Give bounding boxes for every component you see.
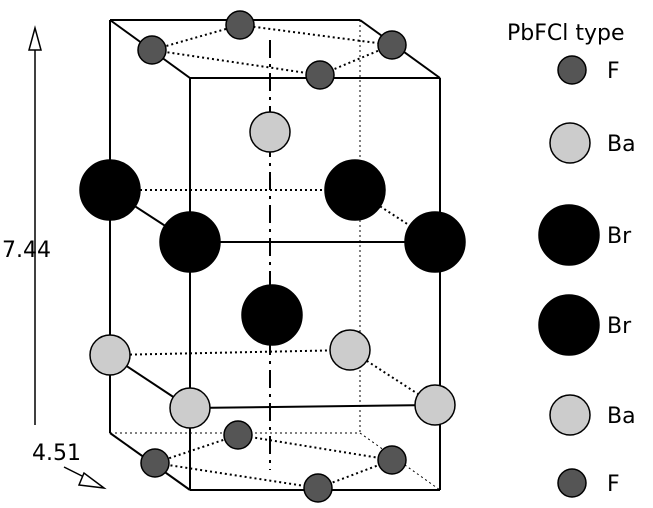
legend-item-label: Br	[607, 224, 632, 249]
legend-item-label: Br	[607, 314, 632, 339]
br-atom	[79, 159, 141, 221]
legend-item-label: F	[607, 472, 620, 497]
br-atom	[159, 211, 221, 273]
f-atom	[137, 35, 167, 65]
legend-item-label: Ba	[607, 404, 636, 429]
br-legend-swatch	[538, 294, 600, 356]
ba-atom	[169, 387, 211, 429]
arrow-up-icon	[28, 25, 42, 51]
ba-legend-swatch	[549, 394, 591, 436]
f-atom	[303, 473, 333, 503]
f-legend-swatch	[557, 55, 587, 85]
br-atom	[241, 284, 303, 346]
bonds	[109, 23, 436, 490]
legend-item-label: Ba	[607, 132, 636, 157]
legend: PbFCl type F Ba Br Br Ba F	[507, 21, 636, 498]
ba-atom	[414, 384, 456, 426]
c-axis-label: 7.44	[2, 238, 51, 263]
c-axis-dimension: 7.44	[2, 25, 51, 425]
br-atom	[404, 211, 466, 273]
ba-atom	[89, 334, 131, 376]
a-axis-label: 4.51	[32, 441, 81, 466]
legend-item-label: F	[607, 59, 620, 84]
f-atom	[140, 448, 170, 478]
f-atom	[377, 445, 407, 475]
f-legend-swatch	[557, 468, 587, 498]
hidden-cell-edges	[110, 20, 441, 491]
f-atom	[305, 60, 335, 90]
a-axis-dimension: 4.51	[32, 441, 107, 490]
br-legend-swatch	[538, 204, 600, 266]
unit-cell-frame	[109, 19, 441, 491]
f-atom	[225, 10, 255, 40]
ba-atom	[329, 329, 371, 371]
f-atom	[223, 420, 253, 450]
f-atom	[377, 30, 407, 60]
legend-title: PbFCl type	[507, 21, 625, 46]
ba-atom	[249, 111, 291, 153]
arrow-right-icon	[77, 471, 107, 490]
ba-legend-swatch	[549, 122, 591, 164]
atoms	[79, 10, 466, 503]
br-atom	[324, 159, 386, 221]
